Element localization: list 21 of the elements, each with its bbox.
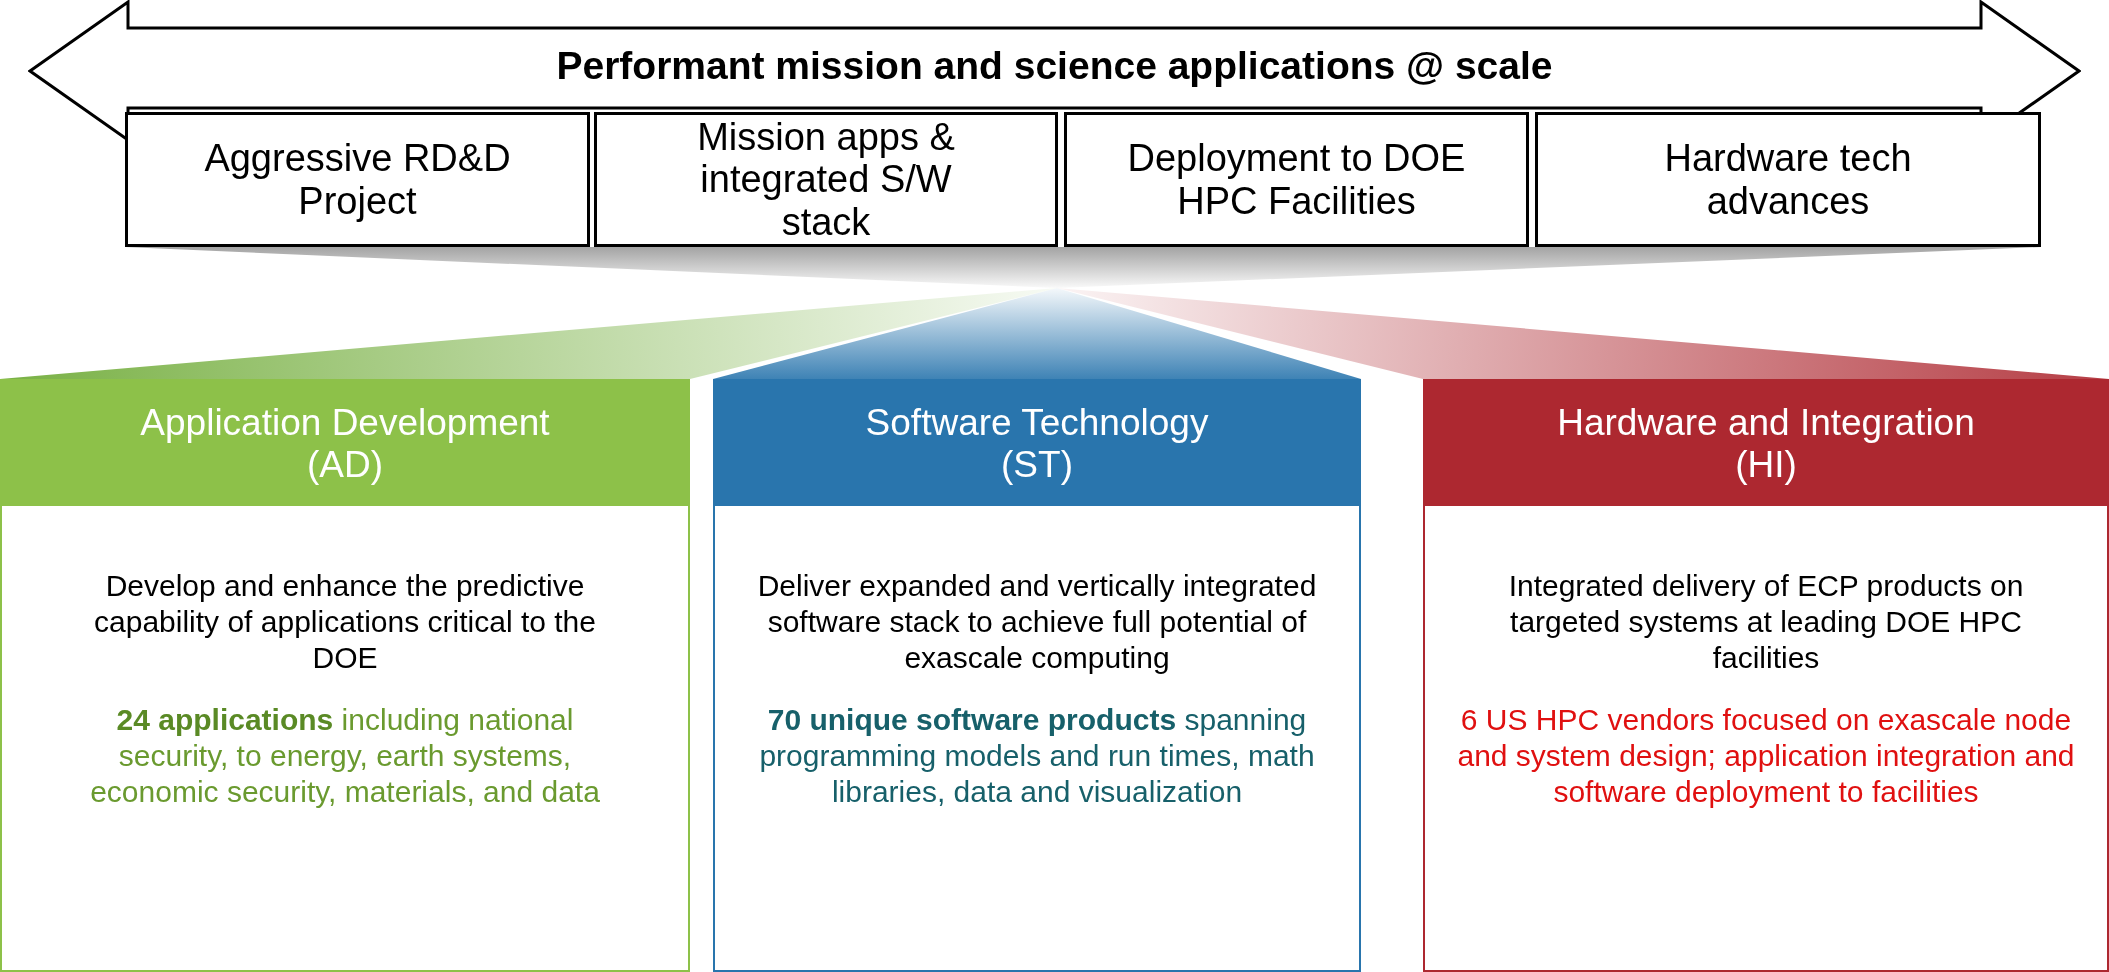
- text-box: [1064, 112, 1529, 247]
- highlight-text: 24 applications including national security, to energy, earth systems, economic security, materials, and data: [90, 703, 600, 808]
- text-box: [125, 112, 590, 247]
- description-text: Develop and enhance the predictive capability of applications critical to the DOE: [94, 569, 596, 674]
- highlight-text: 6 US HPC vendors focused on exascale node and system design; application integration and software deployment to facilities: [1457, 703, 2075, 808]
- highlight-text: 70 unique software products spanning programming models and run times, math libraries, data and visualization: [759, 703, 1315, 808]
- banner-title: Performant mission and science applications @ scale: [556, 44, 1553, 87]
- box-label: Deployment to DOE HPC Facilities: [1126, 136, 1467, 223]
- column-panel: [1423, 379, 2109, 972]
- column-header: Hardware and Integration (HI): [1425, 381, 2107, 506]
- description-text: Deliver expanded and vertically integrated software stack to achieve full potential of exascale computing: [757, 569, 1317, 674]
- column-panel: [0, 379, 690, 972]
- box-label: Hardware tech advances: [1663, 136, 1913, 223]
- text-box: [1535, 112, 2041, 247]
- box-label: Aggressive RD&D Project: [203, 136, 512, 223]
- column-header: Application Development (AD): [2, 381, 688, 506]
- column-header: Software Technology (ST): [715, 381, 1359, 506]
- description-text: Integrated delivery of ECP products on targeted systems at leading DOE HPC facilities: [1508, 569, 2024, 674]
- column-panel: [713, 379, 1361, 972]
- text-box: [594, 112, 1058, 247]
- box-label: Mission apps & integrated S/W stack: [696, 115, 956, 244]
